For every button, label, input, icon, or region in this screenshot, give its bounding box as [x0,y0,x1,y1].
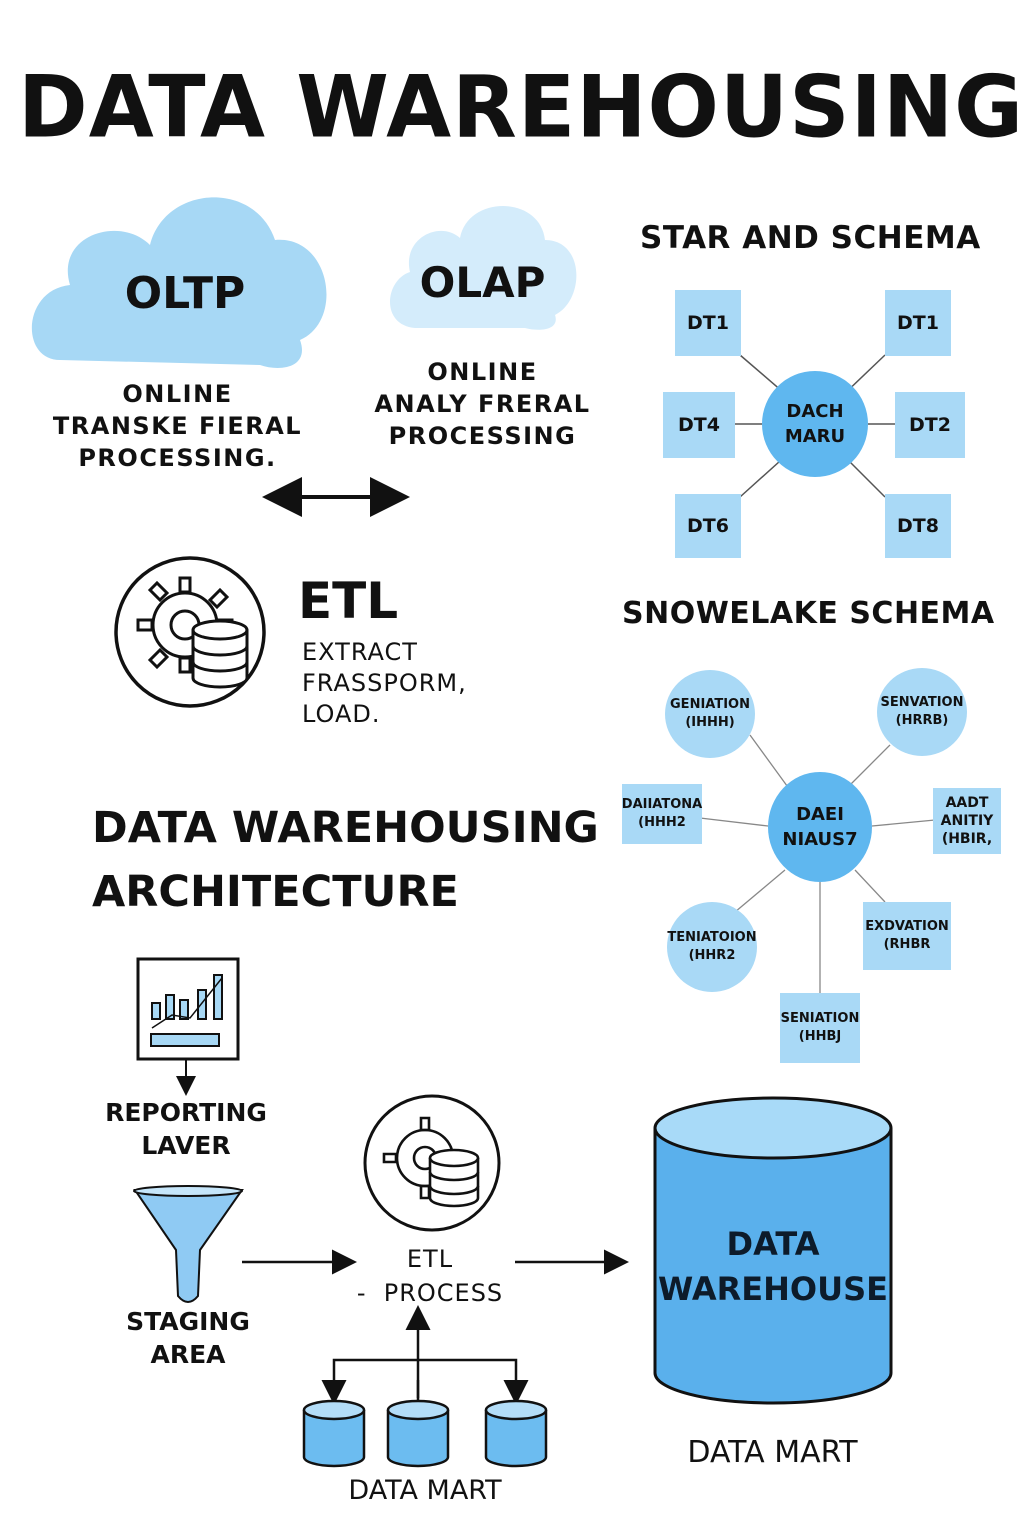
staging-area-label: STAGING AREA [108,1305,268,1371]
snowflake-dim-box: AADT ANITIY (HBIR, [933,788,1001,854]
star-dim-box: DT1 [885,290,951,356]
reporting-layer-line: LAVER [141,1131,231,1160]
star-dim-box: DT1 [675,290,741,356]
data-mart-right-label: DATA MART [687,1435,858,1470]
snowflake-dim-box: EXDVATION (RHBR [863,902,951,970]
snowflake-node-line: TENIATOION [667,930,757,945]
etl-icon-bottom [363,1094,501,1232]
olap-cloud [390,205,577,330]
oltp-desc-line: PROCESSING. [78,444,277,472]
snowflake-node-line: EXDVATION [865,919,949,934]
etl-desc-line: EXTRACT [302,638,418,666]
staging-area-line: AREA [150,1340,226,1369]
reporting-layer-label: REPORTING LAVER [96,1096,276,1162]
snowflake-node-line: ANITIY [940,813,994,829]
star-dim-box: DT2 [895,392,965,458]
etl-process-line: ETL [406,1245,454,1273]
snowflake-node-line: (HRRB) [895,713,949,728]
snowflake-dim-box: SENIATION (HHBJ [780,993,860,1063]
staging-area-line: STAGING [126,1307,250,1336]
olap-desc-line: ANALY FRERAL [374,390,591,418]
snowflake-dim-node: TENIATOION (HHR2 [667,902,757,992]
etl-desc-line: FRASSPORM, [302,669,467,697]
snowflake-node-line: SENVATION [880,695,964,710]
architecture-heading: DATA WAREHOUSING ARCHITECTURE [92,796,599,924]
database-icon [191,619,249,689]
data-warehouse-line: DATA [726,1225,820,1263]
architecture-heading-line: ARCHITECTURE [92,867,459,917]
oltp-desc-line: ONLINE [122,380,233,408]
oltp-cloud [31,197,327,369]
etl-icon-top [114,556,266,708]
snowflake-fact-node: DAEI NIAUS7 [768,772,872,882]
snowflake-dim-node: SENVATION (HRRB) [877,668,967,756]
snowflake-node-line: AADT [945,795,989,811]
star-dim-box: DT4 [663,392,735,458]
data-mart-cylinders [302,1399,548,1468]
star-dim-box: DT6 [675,494,741,558]
architecture-heading-line: DATA WAREHOUSING [92,803,599,853]
data-mart-connectors [321,1305,529,1405]
olap-desc-line: ONLINE [427,358,538,386]
data-warehouse-label: DATA WAREHOUSE [655,1222,891,1312]
etl-process-label: ETL - PROCESS [345,1242,515,1310]
oltp-desc-line: TRANSKE FIERAL [52,412,303,440]
olap-label: OLAP [419,258,546,307]
funnel-icon [133,1185,244,1303]
warehouse-cylinder [653,1096,893,1405]
snowflake-node-line: (IHHH) [685,715,735,730]
olap-description: ONLINE ANALY FRERAL PROCESSING [360,356,605,452]
snowflake-node-line: GENIATION [670,697,750,712]
etl-desc-line: LOAD. [302,700,381,728]
snowflake-node-line: (RHBR [883,937,931,952]
snowflake-schema-heading: SNOWELAKE SCHEMA [622,596,995,631]
snowflake-node-line: DAIIATONA [621,797,703,812]
data-warehouse-line: WAREHOUSE [658,1270,888,1308]
snowflake-dim-node: GENIATION (IHHH) [665,670,755,758]
snowflake-fact-line: DAEI [796,804,844,825]
etl-process-line: - PROCESS [356,1279,504,1307]
reporting-layer-line: REPORTING [105,1098,267,1127]
star-fact-line: MARU [784,426,846,447]
star-dim-box: DT8 [885,494,951,558]
snowflake-schema-spokes [699,734,936,993]
star-fact-node: DACH MARU [762,371,868,477]
snowflake-node-line: (HBIR, [941,831,993,847]
star-schema-heading: STAR AND SCHEMA [640,220,981,256]
snowflake-dim-box: DAIIATONA (HHH2 [622,784,702,844]
snowflake-node-line: (HHBJ [798,1029,842,1044]
etl-label: ETL [298,572,399,630]
oltp-label: OLTP [124,268,246,319]
etl-description: EXTRACT FRASSPORM, LOAD. [302,637,467,730]
snowflake-node-line: (HHH2 [638,815,686,830]
data-mart-bottom-label: DATA MART [348,1475,502,1506]
snowflake-fact-line: NIAUS7 [782,829,858,850]
page-title: DATA WAREHOUSING [18,57,1024,157]
chart-icon [136,957,240,1061]
olap-desc-line: PROCESSING [388,422,577,450]
snowflake-node-line: SENIATION [780,1011,860,1026]
snowflake-node-line: (HHR2 [688,948,736,963]
oltp-description: ONLINE TRANSKE FIERAL PROCESSING. [40,378,315,474]
star-fact-line: DACH [786,401,844,422]
